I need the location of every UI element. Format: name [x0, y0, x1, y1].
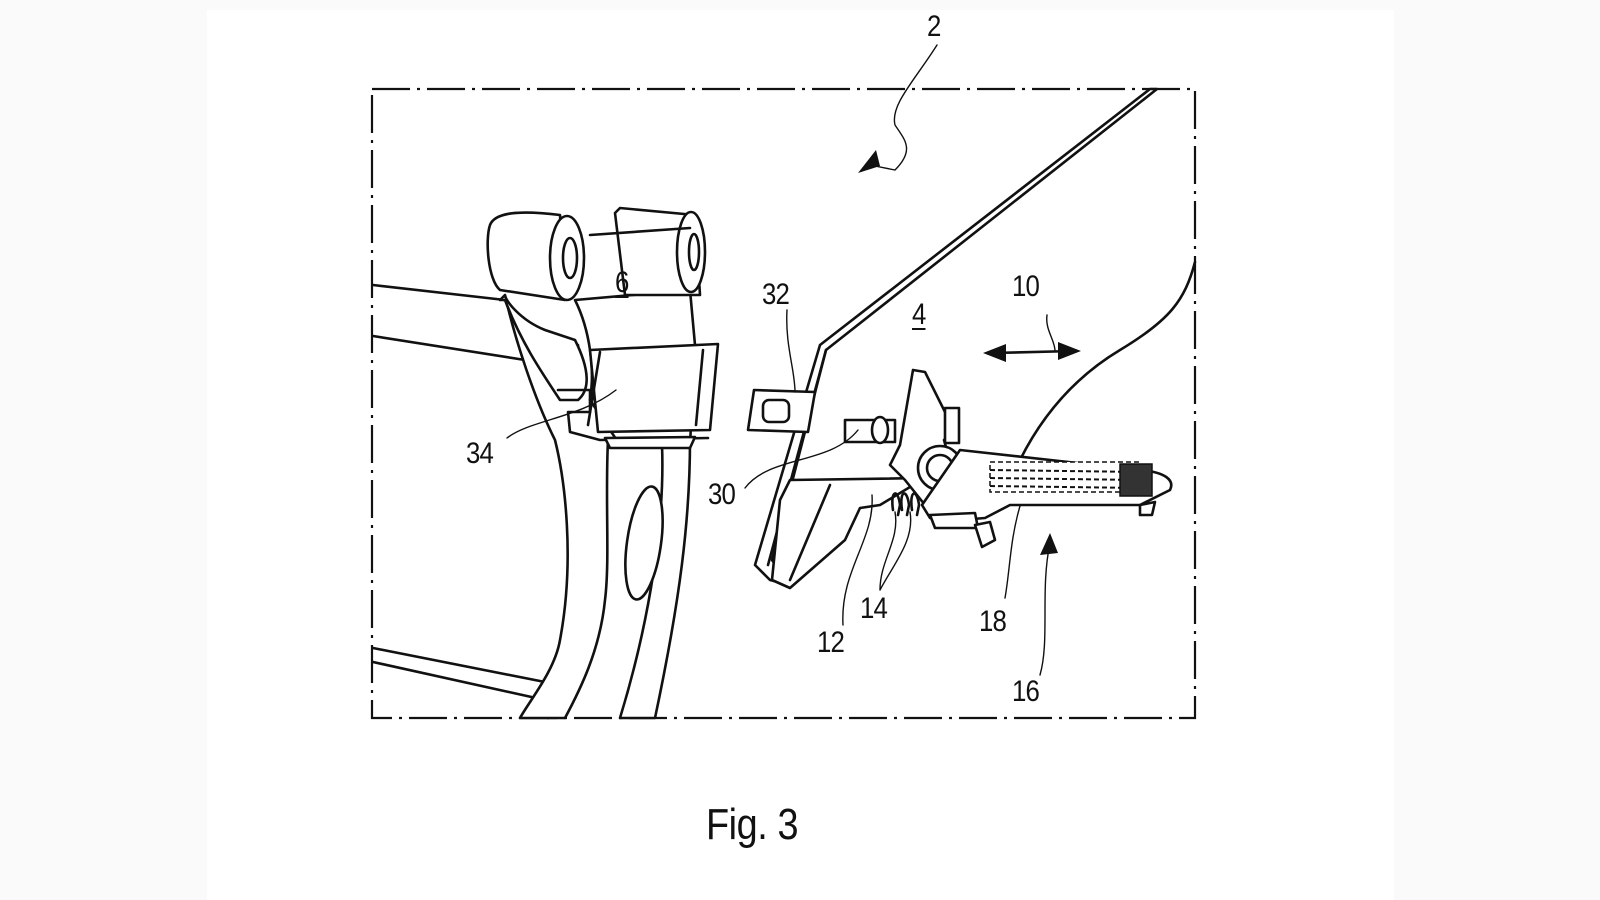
direction-arrow-10-left-head: [983, 344, 1006, 362]
bushing-right-bore: [687, 232, 701, 272]
drawing-sheet: [207, 10, 1394, 900]
receptacle-34-lip: [556, 388, 710, 442]
leader-2: [869, 44, 938, 171]
ref-numeral-10: 10: [1012, 270, 1040, 303]
arrow-head-2: [858, 150, 880, 173]
frame-rail-top: [371, 283, 507, 302]
leader-30: [744, 429, 859, 489]
footrest-tab: [928, 511, 980, 530]
leader-34: [506, 389, 617, 439]
footrest-pad-18-texture: [989, 461, 1153, 497]
panel-curve-right: [1018, 260, 1197, 462]
footrest-foot: [973, 520, 997, 549]
frame-rail-low1: [371, 646, 552, 685]
receptacle-34: [588, 342, 720, 434]
direction-arrow-10-right-head: [1058, 342, 1081, 360]
ref-numeral-16: 16: [1012, 675, 1040, 708]
leader-18: [1004, 505, 1021, 599]
bracket-6-upper: [498, 293, 588, 402]
ref-numeral-34: 34: [466, 437, 494, 470]
leader-12: [842, 494, 873, 626]
leader-10: [1046, 314, 1056, 352]
cam-stop: [943, 406, 961, 445]
ref-numeral-12: 12: [817, 626, 845, 659]
ref-numeral-14: 14: [860, 592, 888, 625]
receptacle-34-base: [603, 435, 697, 450]
arm-hole: [624, 485, 664, 601]
ref-numeral-18: 18: [979, 605, 1007, 638]
ref-numeral-6: 6: [615, 266, 629, 299]
clip-32-slot: [761, 398, 791, 424]
receptacle-34-side: [694, 348, 705, 427]
bushing-left-bore: [561, 236, 579, 280]
ref-numeral-4: 4: [912, 298, 926, 331]
leader-14: [879, 511, 912, 591]
panel-4: [753, 87, 1159, 587]
figure-caption: Fig. 3: [706, 800, 799, 849]
leader-16: [1039, 542, 1051, 676]
pin-30: [870, 415, 890, 445]
rail-12-inner: [788, 483, 832, 582]
frame-rail-mid: [371, 334, 527, 362]
leader-32: [786, 309, 796, 393]
frame-rail-low2: [371, 660, 547, 702]
arrow-head-16: [1040, 533, 1058, 555]
springs-14: [891, 492, 921, 517]
ref-numeral-30: 30: [708, 478, 736, 511]
footrest-tip-foot: [1138, 500, 1157, 517]
ref-numeral-2: 2: [927, 10, 941, 43]
bushing-link: [588, 226, 692, 237]
view-frame: [370, 87, 1197, 720]
ref-numeral-32: 32: [762, 278, 790, 311]
bracket-6-body: [503, 294, 692, 720]
